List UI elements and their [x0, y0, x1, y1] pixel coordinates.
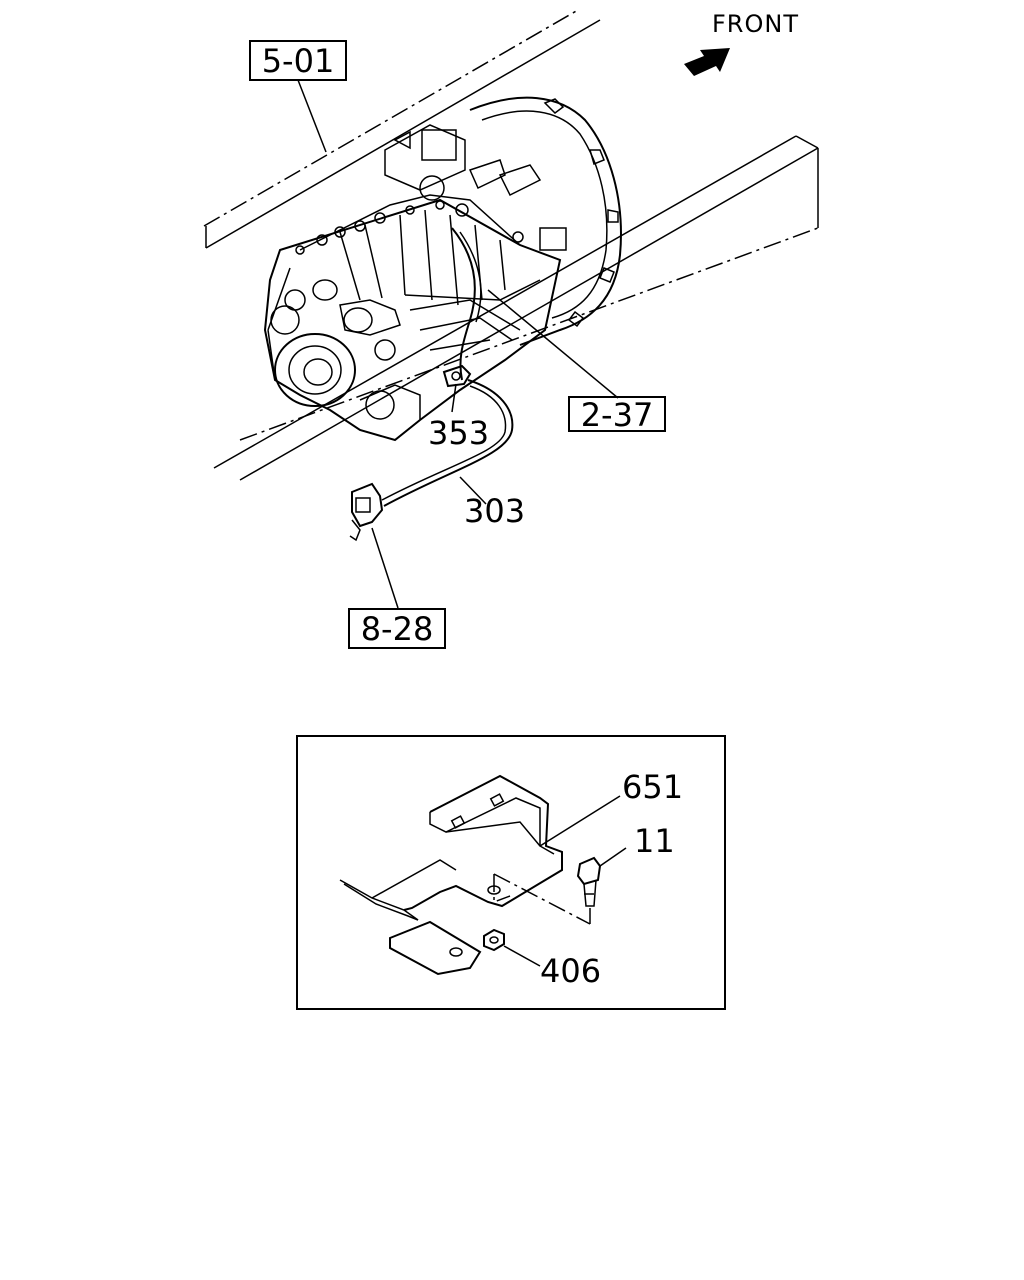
- frame-ref-leader: [297, 79, 327, 153]
- front-arrow-icon: [684, 48, 730, 76]
- part-label-353: 353: [428, 414, 489, 452]
- detail-inset: 651 11 406: [296, 735, 726, 1010]
- ref-label-5-01: 5-01: [262, 42, 335, 80]
- front-label: FRONT: [712, 10, 799, 38]
- transmission-assembly: [263, 96, 622, 442]
- part-label-11: 11: [634, 822, 675, 860]
- speed-sensor: [349, 482, 399, 609]
- cable-303: [381, 379, 514, 507]
- bolt-11: [576, 847, 627, 924]
- part-label-303: 303: [464, 492, 525, 530]
- front-indicator: FRONT: [684, 10, 799, 76]
- part-label-651: 651: [622, 768, 683, 806]
- transmission-ref-leader: [487, 289, 619, 399]
- clip-353: [442, 364, 472, 413]
- nut-406: [483, 928, 541, 967]
- lower-frame-rail: [213, 135, 819, 481]
- ref-label-8-28: 8-28: [361, 610, 434, 648]
- part-label-406: 406: [540, 952, 601, 990]
- ref-label-2-37: 2-37: [581, 396, 654, 434]
- upper-frame-rail: [203, 9, 601, 249]
- ref-box-8-28: 8-28: [348, 608, 446, 649]
- ref-box-2-37: 2-37: [568, 396, 666, 434]
- harness-wire: [451, 227, 482, 381]
- ref-box-5-01: 5-01: [249, 40, 347, 81]
